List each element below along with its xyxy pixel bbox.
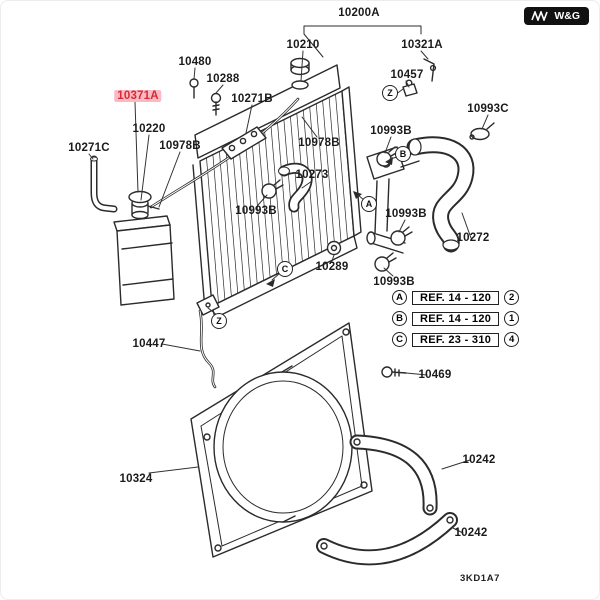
part-label-10469: 10469: [418, 369, 452, 381]
tube-10978B-drawing: [149, 97, 300, 209]
part-label-10271B: 10271B: [231, 93, 273, 105]
part-label-10200A: 10200A: [338, 7, 380, 19]
zigzag-logo-icon: [531, 11, 549, 21]
legend-ref-a: REF. 14 - 120: [412, 290, 500, 305]
callout-z: Z: [382, 85, 398, 101]
part-label-10993B: 10993B: [235, 205, 277, 217]
radiator-drawing: [192, 64, 362, 319]
fan-shroud-10324-drawing: [190, 322, 373, 558]
legend-row-b: B REF. 14 - 120 1: [392, 311, 520, 326]
part-label-10993B: 10993B: [385, 208, 427, 220]
part-label-10220: 10220: [132, 123, 166, 135]
bolt-10480-drawing: [189, 78, 199, 99]
bolt-10469-drawing: [381, 366, 407, 378]
part-label-10324: 10324: [119, 473, 153, 485]
legend-letter-a: A: [392, 290, 407, 305]
part-label-10447: 10447: [132, 338, 166, 350]
part-label-10242: 10242: [454, 527, 488, 539]
callout-c: C: [277, 261, 293, 277]
part-label-10288: 10288: [206, 73, 240, 85]
part-label-10242: 10242: [462, 454, 496, 466]
drain-plug-10289-drawing: [326, 240, 342, 256]
part-label-10273: 10273: [295, 169, 329, 181]
legend-row-c: C REF. 23 - 310 4: [392, 332, 520, 347]
clip-10457-drawing: [402, 79, 418, 97]
legend-ref-c: REF. 23 - 310: [412, 332, 500, 347]
part-label-10978B: 10978B: [159, 140, 201, 152]
bracket-10271B-drawing: [221, 126, 267, 160]
bolt-10288-drawing: [210, 92, 222, 116]
legend-letter-c: C: [392, 332, 407, 347]
radiator-cap-10210-drawing: [290, 57, 310, 76]
legend-letter-b: B: [392, 311, 407, 326]
hose-10272-drawing: [406, 136, 475, 253]
part-label-10993C: 10993C: [467, 103, 509, 115]
part-label-10289: 10289: [315, 261, 349, 273]
callout-a: A: [361, 196, 377, 212]
clamps-10993B-drawing: [261, 146, 413, 272]
part-label-10993B: 10993B: [370, 125, 412, 137]
part-label-10978B: 10978B: [298, 137, 340, 149]
hose-10271C-drawing: [90, 155, 118, 213]
part-label-10480: 10480: [178, 56, 212, 68]
bracket-10321A-drawing: [423, 58, 437, 82]
legend-ref-b: REF. 14 - 120: [412, 311, 500, 326]
bracket-lines-10200A: [303, 25, 422, 58]
shroud-band-10242-lower-drawing: [316, 512, 458, 566]
part-label-10272: 10272: [456, 232, 490, 244]
part-label-10321A: 10321A: [401, 39, 443, 51]
brand-badge: W&G: [524, 7, 589, 25]
callout-z: Z: [211, 313, 227, 329]
reference-legend: A REF. 14 - 120 2 B REF. 14 - 120 1 C RE…: [392, 290, 520, 347]
reservoir-tank-drawing: [113, 190, 175, 306]
part-label-10271C: 10271C: [68, 142, 110, 154]
part-label-10371A: 10371A: [114, 90, 162, 102]
clamp-10993C-drawing: [469, 122, 495, 141]
legend-qty-c: 4: [504, 332, 520, 347]
diagram-code: 3KD1A7: [460, 573, 501, 584]
part-label-10210: 10210: [286, 39, 320, 51]
part-label-10457: 10457: [390, 69, 424, 81]
legend-qty-a: 2: [504, 290, 520, 305]
part-label-10993B: 10993B: [373, 276, 415, 288]
shroud-band-10242-upper-drawing: [349, 434, 438, 516]
legend-qty-b: 1: [504, 311, 520, 326]
hose-10447-drawing: [198, 309, 217, 389]
callout-b: B: [395, 146, 411, 162]
brand-badge-text: W&G: [554, 10, 580, 22]
legend-row-a: A REF. 14 - 120 2: [392, 290, 520, 305]
